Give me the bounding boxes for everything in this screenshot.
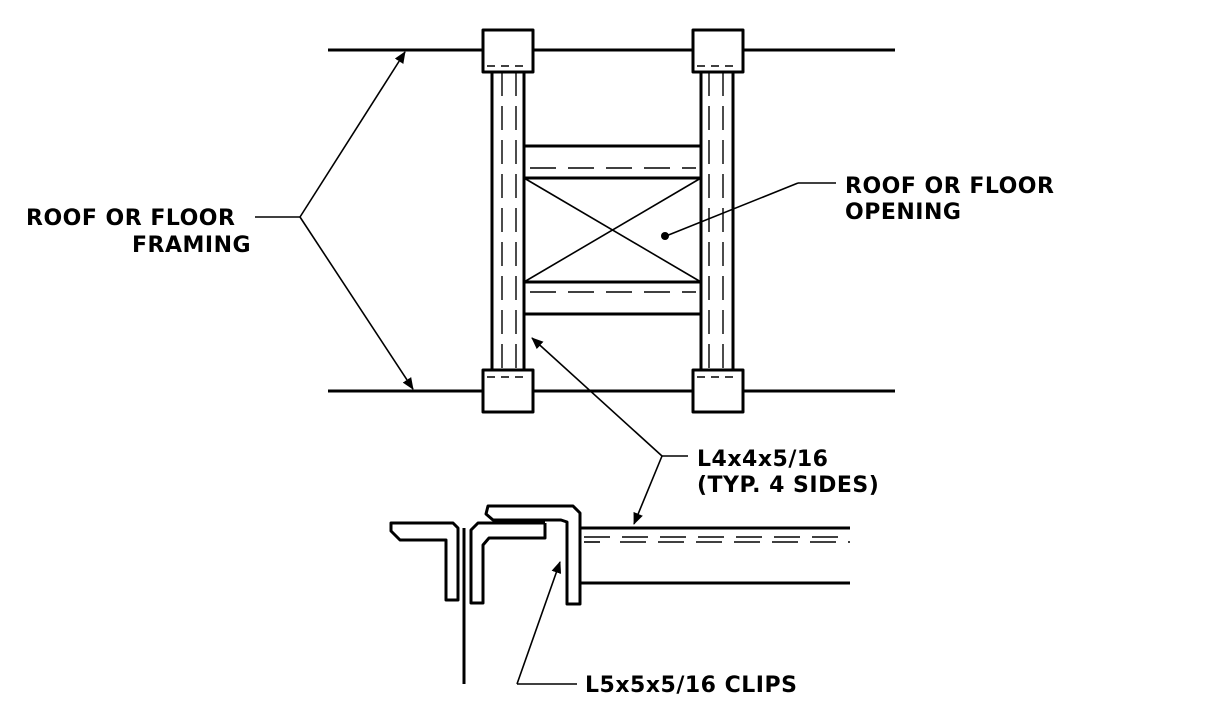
middle-angle-section xyxy=(469,521,547,605)
angle-leader xyxy=(531,337,688,525)
column-cap-bottom-left xyxy=(481,368,535,414)
opening-leader xyxy=(661,182,836,240)
left-angle-section xyxy=(389,521,460,602)
angle-label-line1: L4x4x5/16 xyxy=(697,447,829,472)
angle-label-line2: (TYP. 4 SIDES) xyxy=(697,473,880,498)
opening-label-line1: ROOF OR FLOOR xyxy=(845,174,1055,199)
bottom-header-angle xyxy=(522,280,703,316)
column-cap-bottom-right xyxy=(691,368,745,414)
section-detail xyxy=(389,337,850,685)
column-cap-top-left xyxy=(481,28,535,74)
plan-view xyxy=(255,28,895,414)
framing-label-line2: FRAMING xyxy=(132,233,252,258)
top-header-angle xyxy=(522,144,703,180)
opening-leader-dot xyxy=(661,232,669,240)
opening-cross xyxy=(523,177,702,283)
framing-label-line1: ROOF OR FLOOR xyxy=(26,206,236,231)
clip-angle-section xyxy=(484,504,582,606)
opening-label-line2: OPENING xyxy=(845,200,962,225)
framing-leader xyxy=(255,51,414,390)
left-beam xyxy=(490,68,526,372)
column-cap-top-right xyxy=(691,28,745,74)
clips-leader xyxy=(516,561,577,685)
clips-label: L5x5x5/16 CLIPS xyxy=(585,673,798,698)
